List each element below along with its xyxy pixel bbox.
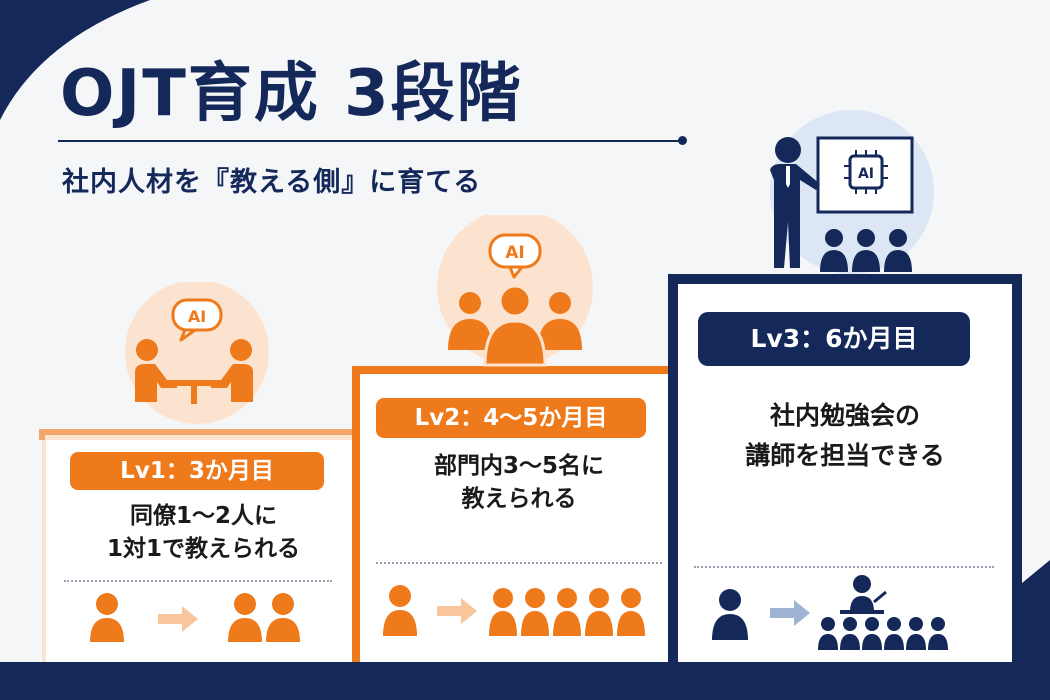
person-icon	[266, 593, 300, 642]
person-icon	[383, 585, 417, 636]
level-3-growth-flow	[712, 575, 948, 650]
level-2-line-2: 教えられる	[461, 486, 577, 513]
level-1-line-2: 1対1で教えられる	[106, 536, 300, 563]
level-1-line-1: 同僚1～2人に	[129, 503, 277, 529]
person-icon	[90, 593, 124, 642]
svg-text:AI: AI	[188, 307, 206, 326]
svg-text:AI: AI	[858, 166, 874, 182]
level-1-description: 同僚1～2人に 1対1で教えられる	[46, 500, 361, 567]
person-icon	[228, 593, 262, 642]
step-1-edge	[39, 429, 365, 440]
level-3-line-1: 社内勉強会の	[769, 401, 920, 430]
level-2-divider	[376, 562, 662, 564]
level-2-line-1: 部門内3～5名に	[433, 453, 604, 479]
person-icon	[521, 588, 549, 636]
person-icon	[585, 588, 613, 636]
level-1-badge: Lv1：3か月目	[70, 452, 324, 490]
svg-text:AI: AI	[505, 243, 524, 263]
level-2-growth-flow	[383, 585, 645, 636]
level-2-description: 部門内3～5名に 教えられる	[360, 450, 678, 517]
lecturer-icon	[840, 575, 887, 614]
level-3-description: 社内勉強会の 講師を担当できる	[678, 396, 1012, 476]
page-title: OJT育成 3段階	[60, 57, 523, 131]
arrow-right-icon	[437, 598, 477, 624]
person-icon	[553, 588, 581, 636]
presenter-ai-icon: AI	[770, 110, 934, 274]
level-1-divider	[64, 580, 332, 582]
level-1-growth-flow	[90, 593, 300, 642]
title-underline	[58, 140, 682, 142]
person-icon	[712, 589, 748, 640]
level-3-line-2: 講師を担当できる	[745, 441, 945, 470]
level-3-badge: Lv3：6か月目	[698, 312, 970, 366]
level-2-badge: Lv2：4～5か月目	[376, 398, 646, 438]
page-subtitle: 社内人材を『教える側』に育てる	[62, 167, 482, 198]
person-icon	[489, 588, 517, 636]
arrow-right-icon	[770, 600, 810, 626]
one-on-one-ai-icon: AI	[125, 282, 269, 424]
arrow-right-icon	[158, 606, 198, 632]
level-3-divider	[694, 566, 994, 568]
title-underline-dot	[678, 136, 687, 145]
person-icon	[617, 588, 645, 636]
audience-icon	[818, 617, 948, 650]
team-ai-icon: AI	[437, 215, 593, 367]
